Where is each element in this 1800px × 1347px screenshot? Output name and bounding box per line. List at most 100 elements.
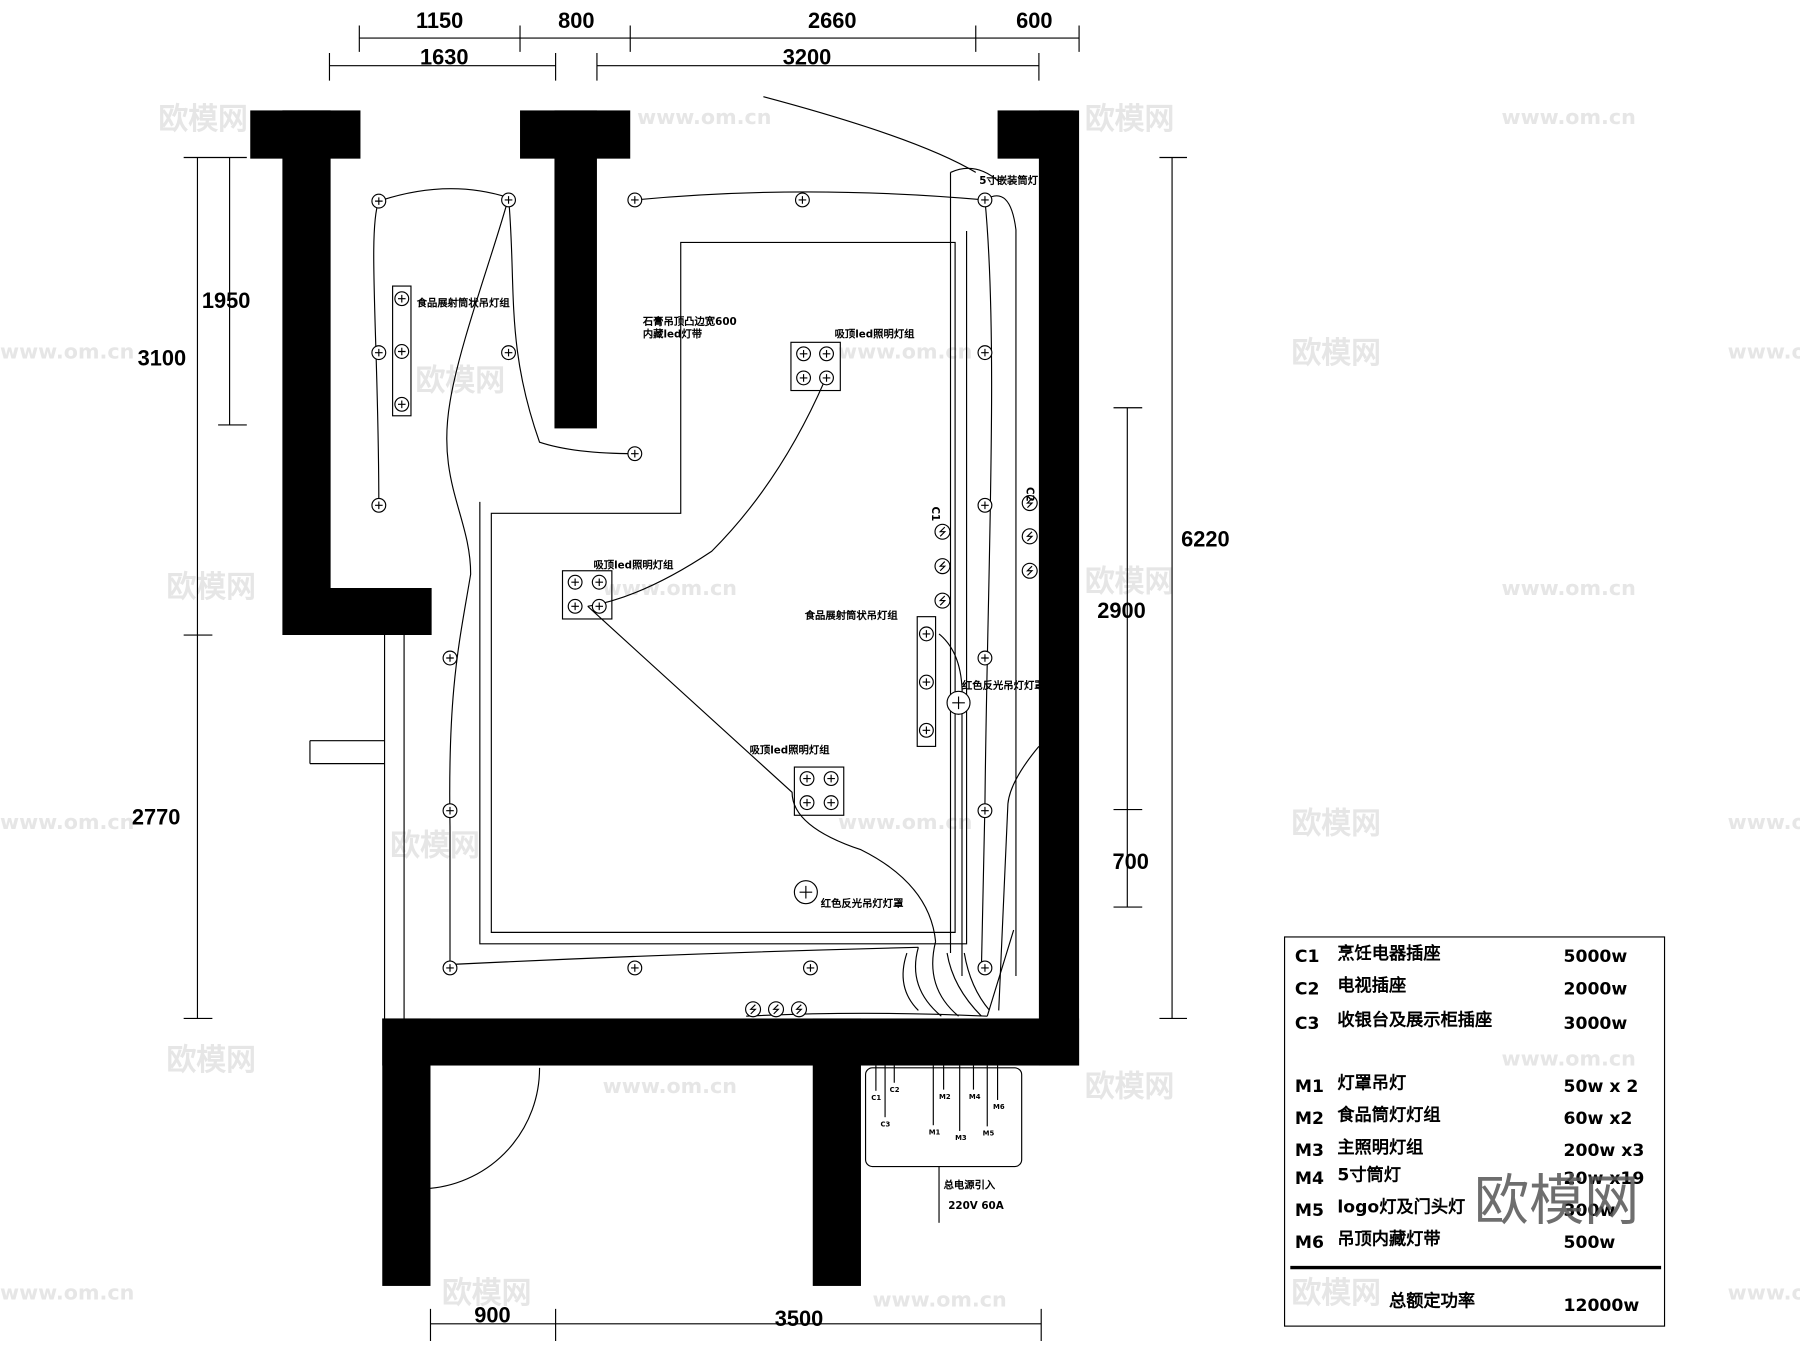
watermark-url: www.om.cn <box>0 1281 134 1305</box>
downlight-icon <box>442 960 458 976</box>
socket-icon <box>934 523 951 540</box>
watermark-url: www.om.cn <box>838 810 972 834</box>
dim-2770: 2770 <box>132 804 181 829</box>
legend-code: C2 <box>1295 979 1320 999</box>
legend-total-value: 12000w <box>1564 1296 1640 1316</box>
legend-power: 2000w <box>1564 979 1628 999</box>
legend-power: 200w x3 <box>1564 1141 1645 1161</box>
legend-name: 电视插座 <box>1337 975 1406 996</box>
downlight-icon <box>591 574 607 590</box>
dim-600: 600 <box>1016 8 1052 33</box>
panel-circuit-m6: M6 <box>993 1103 1005 1111</box>
watermarks: 欧模网欧模网欧模网欧模网欧模网欧模网欧模网欧模网欧模网欧模网欧模网欧模网www.… <box>0 102 1800 1312</box>
watermark-text: 欧模网 <box>166 570 255 605</box>
watermark-url: www.om.cn <box>838 339 972 363</box>
downlight-icon <box>819 346 834 362</box>
fixtures <box>371 192 1038 1018</box>
downlight-icon <box>394 344 410 359</box>
downlight-icon <box>918 722 934 738</box>
dim-900: 900 <box>474 1303 510 1328</box>
legend-code: M4 <box>1295 1169 1324 1189</box>
label-food-pendant-right: 食品展射筒状吊灯组 <box>804 609 899 622</box>
watermark-url: www.om.cn <box>1728 339 1800 363</box>
door-swing <box>430 1067 541 1189</box>
label-led-group-1: 吸顶led照明灯组 <box>835 328 916 341</box>
legend-name: 5寸筒灯 <box>1337 1164 1401 1185</box>
panel-feed-spec: 220V 60A <box>948 1200 1004 1212</box>
dimension-lines <box>183 25 1187 1342</box>
label-led-group-3: 吸顶led照明灯组 <box>750 743 831 756</box>
legend-power: 50w x 2 <box>1564 1077 1639 1097</box>
legend-code: C3 <box>1295 1014 1320 1034</box>
watermark-url: www.om.cn <box>1502 1047 1636 1071</box>
panel-feed-label: 总电源引入 <box>944 1178 996 1191</box>
watermark-text: 欧模网 <box>1085 1070 1174 1105</box>
socket-icon <box>1021 494 1038 512</box>
downlight-icon <box>802 960 818 976</box>
downlight-icon <box>442 650 458 666</box>
downlight-icon <box>977 497 993 513</box>
legend-name: 灯罩吊灯 <box>1337 1072 1406 1093</box>
downlight-icon <box>501 192 517 208</box>
downlight-icon <box>567 574 583 590</box>
downlight-icon <box>819 370 834 386</box>
downlight-icon <box>796 346 812 362</box>
label-led-group-2: 吸顶led照明灯组 <box>593 558 674 571</box>
dim-700: 700 <box>1113 849 1149 874</box>
panel-circuit-c3: C3 <box>880 1120 890 1128</box>
socket-icon <box>767 1001 785 1018</box>
legend-code: C1 <box>1295 947 1320 967</box>
watermark-text: 欧模网 <box>1291 1276 1380 1311</box>
downlight-icon <box>394 291 410 307</box>
downlight-icon <box>794 192 810 208</box>
label-food-pendant-left: 食品展射筒状吊灯组 <box>416 297 511 310</box>
downlight-icon <box>823 771 839 787</box>
legend-total-label: 总额定功率 <box>1389 1291 1475 1312</box>
watermark-text: 欧模网 <box>442 1276 531 1311</box>
downlight-icon <box>918 626 934 642</box>
dimension-texts: 1150 800 2660 600 1630 3200 1950 3100 27… <box>132 8 1230 1331</box>
dim-1150: 1150 <box>416 8 463 33</box>
legend-code: M1 <box>1295 1077 1324 1097</box>
legend-power: 60w x2 <box>1564 1109 1633 1129</box>
dim-3200: 3200 <box>783 45 832 70</box>
watermark-url: www.om.cn <box>603 576 737 600</box>
downlight-icon <box>371 497 387 513</box>
legend-name: 主照明灯组 <box>1337 1137 1423 1158</box>
watermark-url: www.om.cn <box>872 1288 1006 1312</box>
label-c2: C2 <box>1023 487 1035 502</box>
legend-code: M6 <box>1295 1233 1324 1253</box>
ceiling-outline <box>490 241 956 933</box>
label-red-shade-1: 红色反光吊灯灯罩 <box>962 679 1045 692</box>
legend-row: M1 灯罩吊灯 50w x 2 <box>1295 1072 1639 1096</box>
dim-1950: 1950 <box>202 288 251 313</box>
downlight-icon <box>627 192 643 208</box>
dim-6220: 6220 <box>1181 527 1230 552</box>
watermark-url: www.om.cn <box>0 339 134 363</box>
socket-icon <box>934 592 951 609</box>
downlight-icon <box>799 771 815 787</box>
downlight-icon <box>977 192 993 208</box>
legend-power: 300w <box>1564 1201 1616 1221</box>
downlight-icon <box>627 446 643 462</box>
downlight-icon <box>796 370 812 386</box>
watermark-text: 欧模网 <box>1085 102 1174 137</box>
downlight-icon <box>371 193 387 209</box>
downlight-icon <box>823 795 839 811</box>
watermark-text: 欧模网 <box>1085 564 1174 599</box>
walls <box>250 110 1080 1286</box>
legend-code: M3 <box>1295 1141 1324 1161</box>
label-c1: C1 <box>929 506 941 521</box>
downlight-icon <box>799 795 815 811</box>
downlight-icon <box>977 345 993 361</box>
legend-name: 食品筒灯灯组 <box>1337 1105 1440 1126</box>
downlight-icon <box>442 803 458 819</box>
downlight-icon <box>627 960 643 976</box>
legend-row: C2 电视插座 2000w <box>1295 975 1628 999</box>
